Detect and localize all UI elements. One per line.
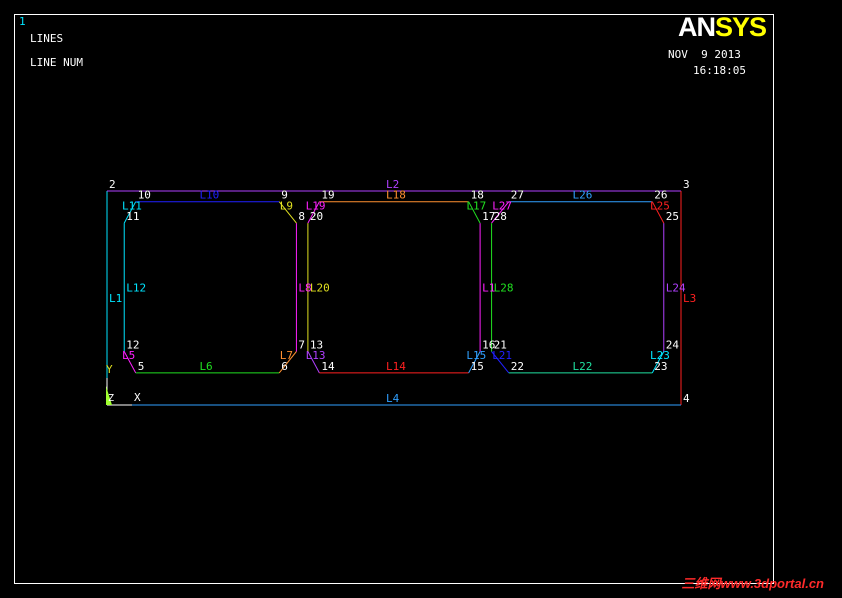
line-label: L3 — [683, 292, 696, 305]
keypoint-label-26: 26 — [654, 189, 667, 202]
keypoint-label-22: 22 — [511, 360, 524, 373]
keypoint-label-18: 18 — [471, 189, 484, 202]
line-label: L10 — [199, 189, 219, 202]
keypoint-label-5: 5 — [138, 360, 145, 373]
line-label: L6 — [199, 360, 212, 373]
keypoint-label-9: 9 — [281, 189, 288, 202]
line-l13-12 — [307, 351, 320, 374]
viewport-frame — [14, 14, 774, 584]
keypoint-label-4: 4 — [683, 392, 690, 405]
model-lines — [106, 190, 682, 406]
line-l17-16 — [468, 201, 481, 224]
plot-time: 16:18:05 — [693, 64, 746, 77]
line-label: L17 — [466, 199, 486, 212]
keypoint-label-16: 16 — [482, 339, 495, 352]
keypoint-label-27: 27 — [511, 189, 524, 202]
line-label: L11 — [122, 199, 142, 212]
line-l7-6 — [278, 351, 297, 374]
line-l11-10 — [123, 201, 137, 224]
line-l19-18 — [307, 201, 320, 224]
triad-x-label: X — [134, 391, 141, 404]
line-label: L9 — [280, 199, 293, 212]
line-label: L5 — [122, 349, 135, 362]
line-label: L14 — [386, 360, 406, 373]
keypoint-label-19: 19 — [321, 189, 334, 202]
legend-mode: LINE NUM — [30, 56, 83, 69]
line-label: L1 — [109, 292, 122, 305]
line-label: L21 — [492, 349, 512, 362]
keypoint-label-12: 12 — [126, 339, 139, 352]
line-l5-4 — [123, 351, 137, 374]
plot-date: NOV 9 2013 — [668, 48, 741, 61]
line-label: L18 — [386, 189, 406, 202]
keypoint-label-14: 14 — [321, 360, 335, 373]
line-l9-8 — [278, 201, 297, 224]
line-label: L8 — [298, 281, 311, 294]
line-label: L12 — [126, 281, 146, 294]
line-label: L23 — [650, 349, 670, 362]
watermark: 三维网www.3dportal.cn — [681, 576, 824, 591]
keypoint-label-20: 20 — [310, 210, 323, 223]
legend-title: LINES — [30, 32, 64, 45]
line-label: L25 — [650, 199, 670, 212]
line-label: L15 — [466, 349, 486, 362]
keypoint-label-3: 3 — [683, 178, 690, 191]
keypoint-label-15: 15 — [471, 360, 484, 373]
line-l15-14 — [468, 351, 481, 374]
line-label: L20 — [310, 281, 330, 294]
line-l21-20 — [491, 351, 510, 374]
window-number: 1 — [19, 15, 26, 28]
keypoint-label-17: 17 — [482, 210, 495, 223]
keypoint-label-24: 24 — [666, 339, 680, 352]
keypoint-label-25: 25 — [666, 210, 679, 223]
line-label: L7 — [280, 349, 293, 362]
coordinate-triad: X Y Z — [106, 363, 141, 406]
line-label: L26 — [573, 189, 593, 202]
line-label: L27 — [492, 199, 512, 212]
keypoint-label-13: 13 — [310, 339, 323, 352]
triad-y-label: Y — [106, 363, 113, 376]
line-label: L13 — [306, 349, 326, 362]
line-l23-22 — [651, 351, 665, 374]
line-label: L4 — [386, 392, 400, 405]
line-label: L19 — [306, 199, 326, 212]
line-label: L28 — [494, 281, 514, 294]
line-l27-26 — [491, 201, 510, 224]
keypoint-label-2: 2 — [109, 178, 116, 191]
keypoint-label-23: 23 — [654, 360, 667, 373]
keypoint-label-6: 6 — [281, 360, 288, 373]
line-label: L1 — [482, 281, 495, 294]
keypoint-label-8: 8 — [298, 210, 305, 223]
keypoint-label-28: 28 — [494, 210, 507, 223]
line-label: L22 — [573, 360, 593, 373]
keypoint-label-10: 10 — [138, 189, 151, 202]
keypoint-label-7: 7 — [298, 339, 305, 352]
line-label: L24 — [666, 281, 686, 294]
ansys-logo: ANSYS — [678, 12, 767, 42]
line-label: L2 — [386, 178, 399, 191]
triad-z-label: Z — [108, 393, 114, 404]
keypoint-label-11: 11 — [126, 210, 139, 223]
keypoint-label-21: 21 — [494, 339, 507, 352]
triad-z-marker — [106, 386, 112, 405]
line-l25-24 — [651, 201, 665, 224]
